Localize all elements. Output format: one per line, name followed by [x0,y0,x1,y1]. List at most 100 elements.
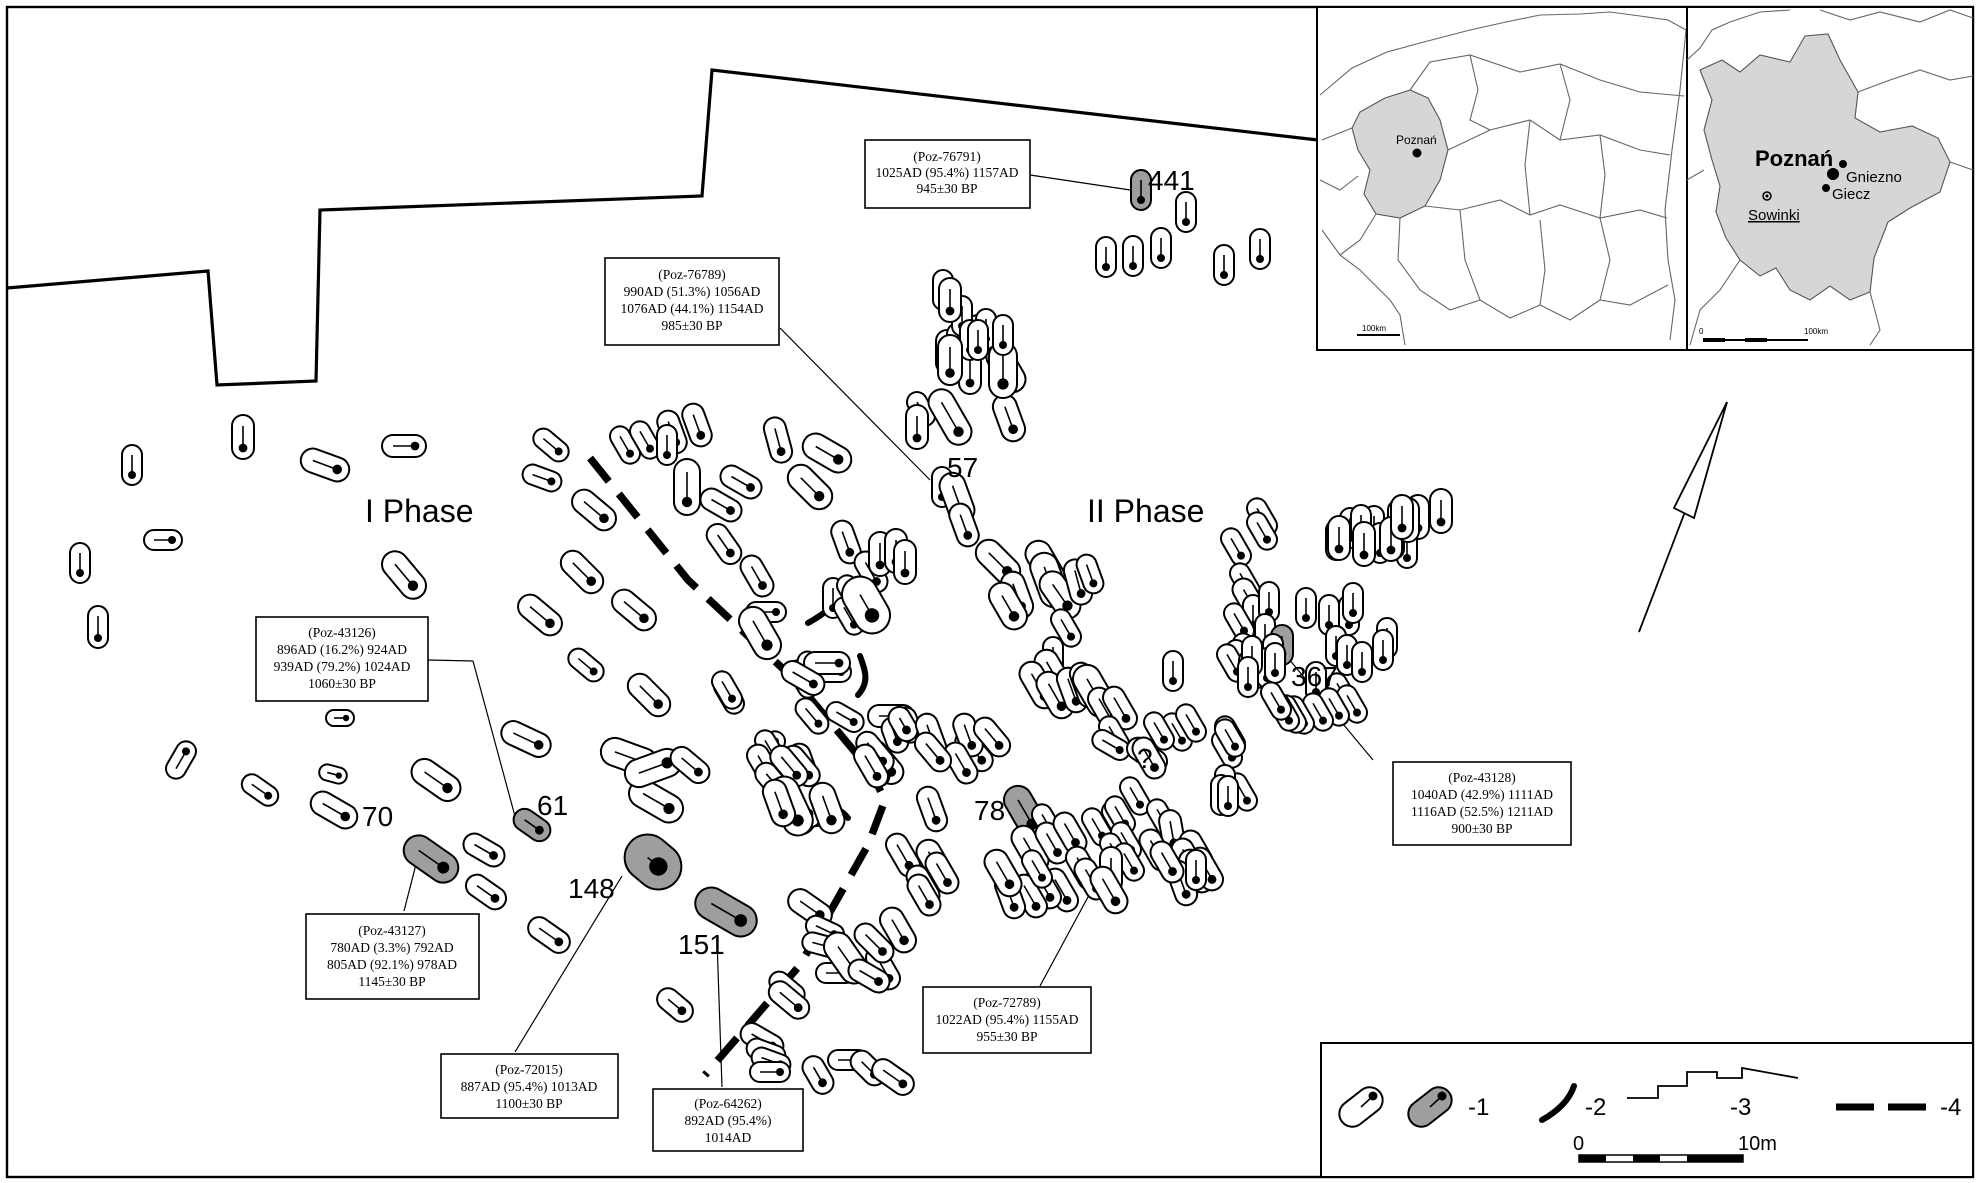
region-city-gniezno: Gniezno [1846,169,1902,186]
grave [517,593,563,637]
legend-label-graves: -1 [1468,1094,1489,1121]
grave [1264,642,1286,684]
grave-number-367: 367 [1291,661,1338,692]
svg-text:(Poz-64262): (Poz-64262) [694,1096,762,1111]
svg-text:990AD (51.3%) 1056AD: 990AD (51.3%) 1056AD [624,284,761,299]
svg-text:887AD (95.4%) 1013AD: 887AD (95.4%) 1013AD [461,1079,598,1094]
callout-poz-64262: (Poz-64262) 892AD (95.4%) 1014AD [652,1088,804,1152]
grave [913,731,953,773]
grave [1050,608,1082,648]
grave [830,519,862,565]
grave [841,575,891,635]
grave [669,745,711,785]
inset-poland-scale-label: 100km [1362,324,1386,333]
scale-label-start: 0 [1573,1133,1584,1155]
svg-text:1022AD (95.4%) 1155AD: 1022AD (95.4%) 1155AD [935,1012,1078,1027]
svg-text:(Poz-43126): (Poz-43126) [308,625,376,640]
grave [992,314,1014,356]
svg-text:896AD (16.2%) 924AD: 896AD (16.2%) 924AD [277,642,407,657]
grave-number-57: 57 [947,452,978,483]
svg-text:955±30 BP: 955±30 BP [976,1029,1037,1044]
grave [1021,849,1053,889]
grave [761,778,797,828]
grave [705,522,743,566]
grave [749,1061,791,1083]
grave [801,432,853,474]
grave-number-151: 151 [678,929,725,960]
grave [719,464,763,500]
grave [1214,718,1246,758]
grave [1175,191,1197,233]
callout-poz-76791: (Poz-76791) 1025AD (95.4%) 1157AD 945±30… [864,139,1031,209]
grave [786,463,834,511]
grave [1352,521,1376,567]
inset-map-region: Poznań Gniezno Giecz Sowinki 0 100km [1686,6,1974,351]
grave [532,427,570,463]
region-city-giecz: Giecz [1832,186,1870,203]
grave [1220,527,1252,567]
city-dot-gniezno [1839,160,1847,168]
grave [1119,776,1151,816]
grave [410,757,462,803]
grave-number-148: 148 [568,873,615,904]
grave [879,906,917,954]
grave [967,319,989,361]
callout-poz-76789: (Poz-76789) 990AD (51.3%) 1056AD 1076AD … [604,257,780,346]
grave [462,832,506,868]
grave [1035,670,1075,720]
grave [801,1055,835,1095]
dated-grave [1130,169,1152,211]
grave [464,873,508,911]
inset-poland-city-label: Poznań [1396,133,1437,147]
svg-text:1040AD (42.9%) 1111AD: 1040AD (42.9%) 1111AD [1411,787,1553,802]
grave [1122,235,1144,277]
grave [143,529,183,551]
grave [299,447,351,483]
region-site-sowinki: Sowinki [1748,207,1800,224]
grave [1217,775,1239,817]
grave [1102,685,1138,731]
grave-number-78: 78 [974,795,1005,826]
svg-text:(Poz-72789): (Poz-72789) [973,995,1041,1010]
svg-text:(Poz-72015): (Poz-72015) [495,1062,563,1077]
grave [1131,736,1167,780]
grave [318,763,348,785]
legend-grave-icon [1338,1086,1384,1128]
wielkopolska-region-large [1699,33,1951,301]
grave [381,434,427,458]
svg-text:1076AD (44.1%) 1154AD: 1076AD (44.1%) 1154AD [620,301,763,316]
region-scale-start: 0 [1699,327,1704,336]
grave [231,414,255,460]
grave [803,651,851,675]
uncertain-grave-mark: ? [1137,743,1153,774]
grave [626,672,672,718]
svg-text:985±30 BP: 985±30 BP [661,318,722,333]
svg-text:1014AD: 1014AD [705,1130,752,1145]
grave [1095,236,1117,278]
grave [121,444,143,486]
grave [853,743,889,789]
grave [527,916,571,954]
svg-text:(Poz-76791): (Poz-76791) [913,149,981,164]
svg-text:1100±30 BP: 1100±30 BP [495,1096,562,1111]
grave [656,424,678,466]
grave [927,388,973,446]
grave [656,987,694,1023]
grave [847,958,891,994]
grave-number-441: 441 [1148,165,1195,196]
grave [571,488,617,532]
svg-text:945±30 BP: 945±30 BP [916,181,977,196]
region-city-poznan: Poznań [1755,146,1833,171]
grave [521,463,563,493]
grave [915,785,949,833]
grave [1143,711,1175,751]
callout-poz-72015: (Poz-72015) 887AD (95.4%) 1013AD 1100±30… [440,1053,619,1119]
grave [1175,703,1207,743]
grave [1149,840,1185,884]
grave [739,554,775,598]
legend-boundary-icon [1627,1066,1799,1099]
scale-label-end: 10m [1738,1133,1777,1155]
legend-label-boundary: -3 [1730,1094,1751,1121]
svg-text:1060±30 BP: 1060±30 BP [308,676,376,691]
